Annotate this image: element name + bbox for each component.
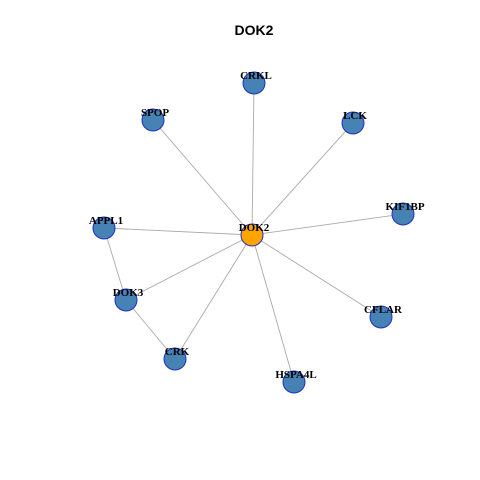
node-circle-dok3 [114, 288, 138, 312]
node-cflar: CFLAR [364, 304, 403, 329]
node-circle-lck [341, 111, 365, 135]
node-crkl: CRKL [240, 70, 272, 95]
node-label-lck: LCK [343, 110, 367, 122]
node-label-kif1bp: KIF1BP [385, 201, 424, 213]
node-circle-cflar [369, 305, 393, 329]
edge-dok2-cflar [251, 234, 382, 318]
node-hspa4l: HSPA4L [275, 369, 317, 394]
node-crk: CRK [163, 346, 190, 371]
edge-dok2-spop [152, 119, 253, 236]
node-label-cflar: CFLAR [364, 304, 403, 316]
edge-dok2-appl1 [103, 227, 253, 236]
node-appl1: APPL1 [89, 215, 123, 240]
node-circle-dok2 [240, 223, 264, 247]
node-label-hspa4l: HSPA4L [275, 369, 316, 381]
node-circle-spop [141, 108, 165, 132]
node-label-spop: SPOP [141, 107, 169, 119]
edge-dok2-crk [174, 234, 253, 360]
node-kif1bp: KIF1BP [385, 201, 425, 226]
edge-dok3-crk [125, 299, 176, 360]
node-label-crkl: CRKL [240, 70, 272, 82]
edge-dok2-lck [251, 122, 354, 236]
node-dok3: DOK3 [113, 287, 144, 312]
node-label-crk: CRK [165, 346, 190, 358]
node-circle-kif1bp [391, 202, 415, 226]
edge-dok2-dok3 [125, 234, 253, 301]
edge-dok2-hspa4l [251, 234, 295, 383]
node-circle-crkl [242, 71, 266, 95]
edge-layer [103, 82, 404, 383]
node-lck: LCK [341, 110, 367, 135]
node-circle-appl1 [92, 216, 116, 240]
node-dok2: DOK2 [239, 222, 270, 247]
node-label-dok2: DOK2 [239, 222, 270, 234]
node-circle-hspa4l [282, 370, 306, 394]
edge-dok2-crkl [251, 82, 255, 236]
graph-title: DOK2 [235, 22, 274, 38]
edge-dok2-kif1bp [251, 213, 404, 236]
node-label-appl1: APPL1 [89, 215, 123, 227]
node-spop: SPOP [141, 107, 169, 132]
edge-appl1-dok3 [103, 227, 127, 301]
node-circle-crk [163, 347, 187, 371]
node-label-dok3: DOK3 [113, 287, 144, 299]
